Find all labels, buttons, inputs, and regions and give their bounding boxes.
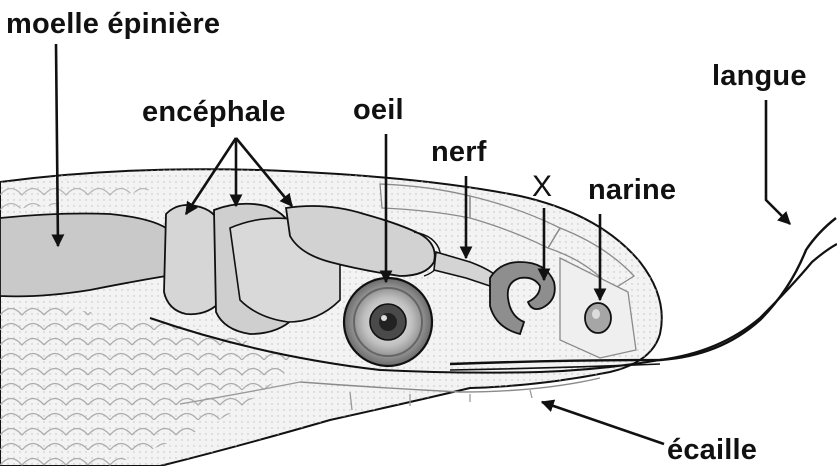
label-langue: langue (712, 62, 807, 91)
label-encephale: encéphale (142, 98, 286, 127)
label-ecaille: écaille (667, 436, 757, 465)
nostril (585, 303, 611, 333)
ecaille-pointer (542, 402, 664, 444)
label-x: X (532, 172, 552, 202)
label-nerf: nerf (431, 138, 487, 167)
label-oeil: oeil (353, 96, 404, 125)
langue-pointer (766, 100, 790, 224)
eye (344, 278, 432, 366)
label-moelle-epiniere: moelle épinière (6, 10, 220, 39)
label-narine: narine (588, 176, 676, 205)
